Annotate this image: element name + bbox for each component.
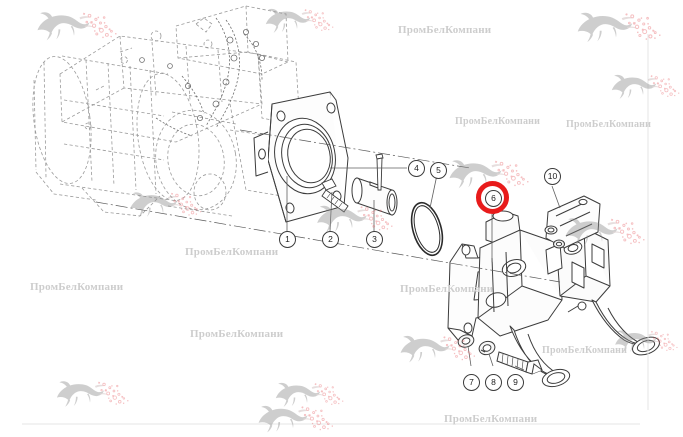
watermark-logo-icon — [258, 0, 336, 36]
callout-6[interactable]: 6 — [476, 181, 509, 214]
watermark-logo-icon — [122, 183, 204, 221]
watermark-logo-icon — [604, 66, 682, 102]
callout-4[interactable]: 4 — [408, 160, 425, 177]
watermark-logo-icon — [48, 372, 132, 410]
watermark-text: ПромБелКомпани — [185, 246, 279, 258]
watermark-text: ПромБелКомпани — [566, 119, 652, 130]
watermark-text: ПромБелКомпани — [444, 413, 538, 425]
watermark-logo-icon — [392, 326, 478, 366]
watermark-logo-icon — [28, 2, 120, 44]
watermark-logo-icon — [308, 196, 396, 236]
callout-10[interactable]: 10 — [544, 168, 561, 185]
watermark-logo-icon — [268, 374, 346, 410]
callout-9[interactable]: 9 — [507, 374, 524, 391]
watermark-text: ПромБелКомпани — [190, 328, 284, 340]
callout-1[interactable]: 1 — [279, 231, 296, 248]
watermark-text: ПромБелКомпани — [398, 24, 492, 36]
watermark-logo-icon — [556, 208, 648, 250]
callout-label-6: 6 — [485, 190, 502, 207]
callout-5[interactable]: 5 — [430, 162, 447, 179]
callout-8[interactable]: 8 — [485, 374, 502, 391]
watermark-text: ПромБелКомпани — [400, 283, 494, 295]
callout-3[interactable]: 3 — [366, 231, 383, 248]
watermark-logo-icon — [568, 2, 664, 46]
watermark-text: ПромБелКомпани — [455, 116, 541, 127]
callout-7[interactable]: 7 — [463, 374, 480, 391]
watermark-text: ПромБелКомпани — [542, 345, 628, 356]
watermark-text: ПромБелКомпани — [30, 281, 124, 293]
callout-2[interactable]: 2 — [322, 231, 339, 248]
